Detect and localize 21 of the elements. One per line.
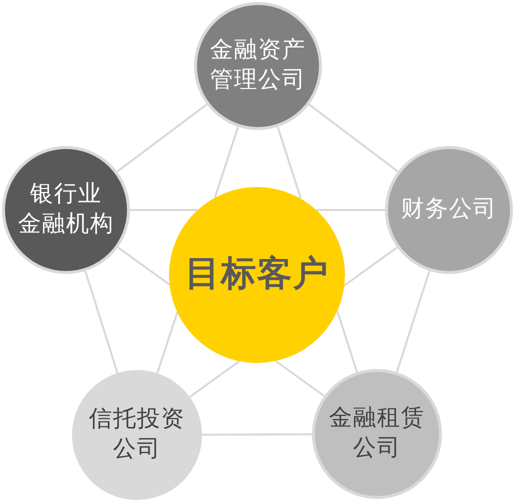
connector-line: [84, 270, 118, 374]
connector-line: [130, 209, 198, 211]
node-label: 目标客户: [185, 253, 329, 296]
connector-line: [308, 104, 398, 172]
connector-line: [336, 310, 358, 372]
connector-line: [276, 126, 302, 199]
node-label: 信托投资公司: [89, 405, 185, 464]
connector-line: [396, 270, 430, 372]
node-label: 金融租赁公司: [329, 404, 425, 463]
connector-line: [116, 104, 208, 172]
connector-line: [189, 360, 240, 398]
connector-line: [316, 209, 385, 211]
connector-line: [344, 246, 398, 286]
node-label: 金融资产管理公司: [210, 36, 306, 95]
connector-line: [156, 312, 178, 374]
connector-line: [214, 126, 240, 198]
connector-line: [202, 433, 312, 436]
node-label: 财务公司: [401, 195, 497, 224]
connector-line: [275, 360, 325, 397]
connector-line: [117, 246, 170, 286]
node-label: 银行业金融机构: [18, 180, 114, 239]
